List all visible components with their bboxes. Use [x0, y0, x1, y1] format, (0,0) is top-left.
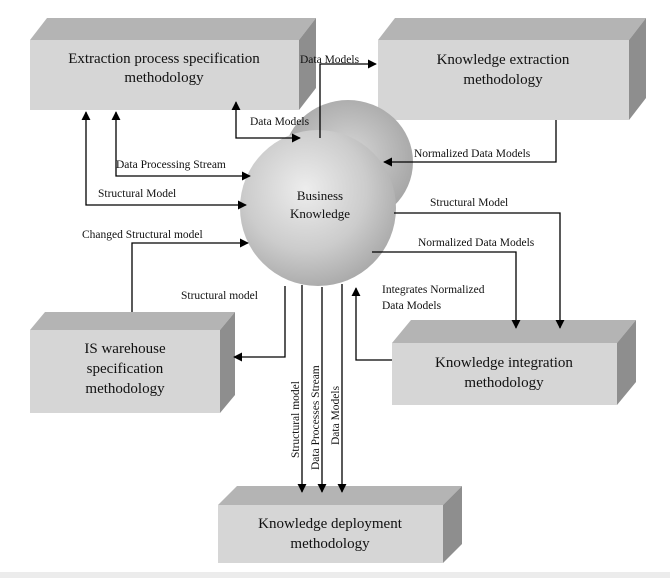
center-label-1: Business — [297, 188, 343, 203]
extraction-spec-label-1: Extraction process specification — [68, 51, 260, 67]
knowledge-deployment-label-1: Knowledge deployment — [258, 516, 403, 532]
edge-integrates-normalized — [351, 287, 392, 361]
edge-data-models-top — [319, 59, 377, 138]
is-warehouse-box: IS warehouse specification methodology — [30, 312, 235, 413]
knowledge-extraction-box: Knowledge extraction methodology — [378, 18, 646, 120]
edge-structural-model-warehouse — [233, 286, 286, 362]
knowledge-deployment-label-2: methodology — [290, 536, 370, 552]
extraction-spec-label-2: methodology — [124, 70, 204, 86]
knowledge-extraction-label-2: methodology — [463, 72, 543, 88]
business-knowledge-node: Business Knowledge — [240, 100, 413, 286]
label-changed-structural-model: Changed Structural model — [82, 229, 203, 241]
label-vertical-structural-model: Structural model — [290, 381, 302, 458]
knowledge-deployment-box: Knowledge deployment methodology — [218, 486, 462, 563]
label-integrates-line-1: Integrates Normalized — [382, 284, 485, 296]
label-structural-model-left: Structural Model — [98, 188, 176, 200]
edge-normalized-data-models-top — [383, 120, 557, 167]
knowledge-extraction-label-1: Knowledge extraction — [437, 52, 570, 68]
label-structural-model-right: Structural Model — [430, 197, 508, 209]
label-data-processing-stream: Data Processing Stream — [116, 159, 226, 171]
label-vertical-data-processes-stream: Data Processes Stream — [310, 365, 322, 470]
is-warehouse-label-1: IS warehouse — [84, 341, 166, 357]
extraction-spec-box: Extraction process specification methodo… — [30, 18, 316, 110]
sphere — [240, 130, 396, 286]
bottom-strip — [0, 572, 670, 578]
label-normalized-data-models-right: Normalized Data Models — [418, 237, 535, 249]
is-warehouse-label-2: specification — [87, 361, 164, 377]
edge-normalized-data-models-right — [372, 251, 521, 329]
knowledge-integration-label-2: methodology — [464, 375, 544, 391]
is-warehouse-label-3: methodology — [85, 381, 165, 397]
edge-structural-model-left — [81, 111, 247, 210]
label-structural-model-warehouse: Structural model — [181, 290, 258, 302]
label-data-models-top: Data Models — [300, 54, 360, 66]
label-vertical-data-models: Data Models — [330, 385, 342, 445]
label-data-models-left: Data Models — [250, 116, 310, 128]
label-integrates-line-2: Data Models — [382, 300, 442, 312]
knowledge-integration-label-1: Knowledge integration — [435, 355, 573, 371]
edge-structural-model-right — [394, 212, 565, 329]
label-normalized-data-models-top: Normalized Data Models — [414, 148, 531, 160]
edge-changed-structural-model — [131, 238, 249, 312]
knowledge-integration-box: Knowledge integration methodology — [392, 320, 636, 405]
center-label-2: Knowledge — [290, 206, 350, 221]
